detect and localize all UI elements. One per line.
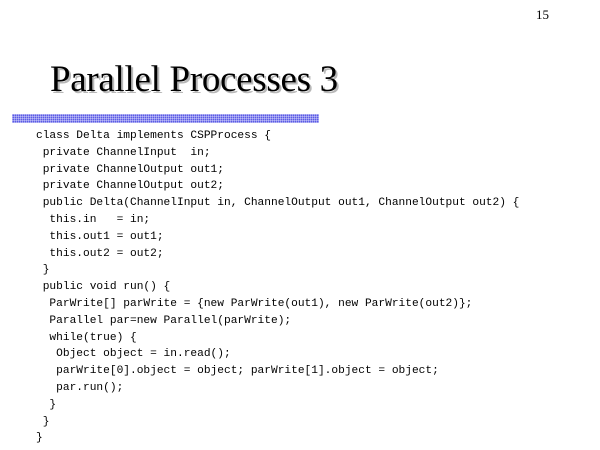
code-line: public void run() {	[36, 281, 171, 294]
code-line: Parallel par=new Parallel(parWrite);	[36, 314, 292, 327]
code-line: this.in = in;	[36, 213, 151, 226]
code-line: }	[36, 264, 50, 277]
code-line: }	[36, 432, 43, 445]
code-line: }	[36, 398, 57, 411]
code-line: this.out2 = out2;	[36, 247, 164, 260]
code-line: while(true) {	[36, 331, 137, 344]
code-line: this.out1 = out1;	[36, 230, 164, 243]
slide-title: Parallel Processes 3	[50, 59, 338, 100]
page-number: 15	[536, 7, 549, 22]
code-line: private ChannelInput in;	[36, 146, 211, 159]
code-line: par.run();	[36, 381, 124, 394]
code-line: ParWrite[] parWrite = {new ParWrite(out1…	[36, 297, 473, 310]
code-line: public Delta(ChannelInput in, ChannelOut…	[36, 197, 520, 210]
code-line: Object object = in.read();	[36, 348, 231, 361]
code-line: parWrite[0].object = object; parWrite[1]…	[36, 365, 439, 378]
code-line: }	[36, 415, 50, 428]
code-line: private ChannelOutput out1;	[36, 163, 224, 176]
code-line: class Delta implements CSPProcess {	[36, 130, 271, 142]
title-underline-bar	[12, 114, 319, 123]
code-line: private ChannelOutput out2;	[36, 180, 224, 193]
code-block: class Delta implements CSPProcess { priv…	[36, 128, 519, 447]
